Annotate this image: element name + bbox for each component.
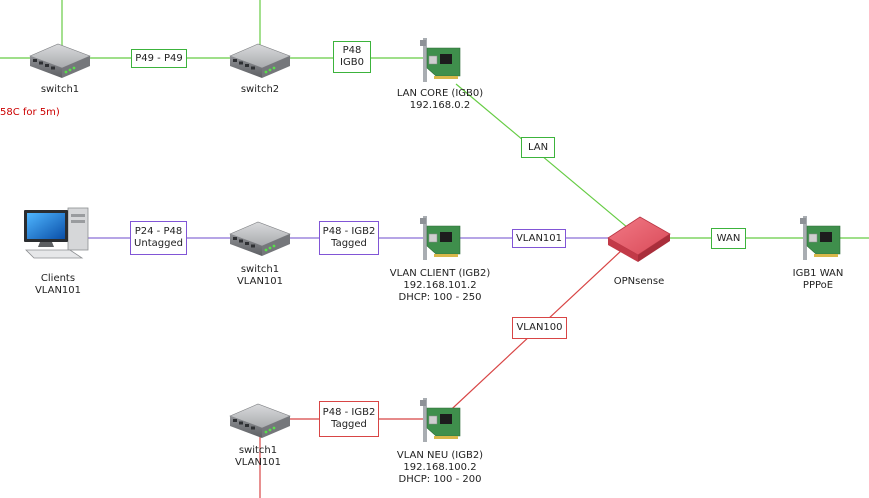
- device-label-lan-core: LAN CORE (IGB0) 192.168.0.2: [396, 88, 484, 111]
- link-label-p48-igb2-bot: P48 - IGB2 Tagged: [319, 401, 379, 437]
- switch-icon: [229, 43, 291, 78]
- computer-icon: [24, 207, 89, 259]
- link-label-p48-igb0: P48 IGB0: [333, 41, 371, 73]
- device-label-switch2-top: switch2: [240, 84, 280, 95]
- temperature-alert-text: 58C for 5m): [0, 107, 60, 118]
- device-label-vlan-client: VLAN CLIENT (IGB2) 192.168.101.2 DHCP: 1…: [389, 268, 491, 303]
- link-label-wan: WAN: [711, 228, 746, 249]
- device-label-igb1-wan: IGB1 WAN PPPoE: [792, 268, 844, 291]
- link-line-lan: [455, 83, 641, 239]
- device-label-vlan-neu: VLAN NEU (IGB2) 192.168.100.2 DHCP: 100 …: [396, 450, 484, 485]
- device-label-opnsense: OPNsense: [613, 276, 665, 287]
- network-card-icon: [420, 398, 461, 442]
- switch-icon: [229, 221, 291, 256]
- device-label-switch1-bot: switch1 VLAN101: [234, 445, 282, 468]
- link-label-p48-igb2-mid: P48 - IGB2 Tagged: [319, 221, 379, 255]
- router-icon: [607, 216, 671, 262]
- link-label-p49-p49: P49 - P49: [131, 49, 187, 68]
- link-label-p24-p48: P24 - P48 Untagged: [130, 221, 187, 255]
- device-label-switch1-mid: switch1 VLAN101: [236, 264, 284, 287]
- switch-icon: [229, 403, 291, 438]
- switch-icon: [29, 43, 91, 78]
- link-label-vlan100: VLAN100: [512, 317, 567, 339]
- link-label-lan: LAN: [521, 137, 555, 158]
- device-label-clients: Clients VLAN101: [34, 273, 82, 296]
- device-label-switch1-top: switch1: [40, 84, 80, 95]
- network-card-icon: [420, 216, 461, 260]
- network-card-icon: [420, 38, 461, 82]
- link-label-vlan101: VLAN101: [512, 229, 566, 248]
- network-card-icon: [800, 216, 841, 260]
